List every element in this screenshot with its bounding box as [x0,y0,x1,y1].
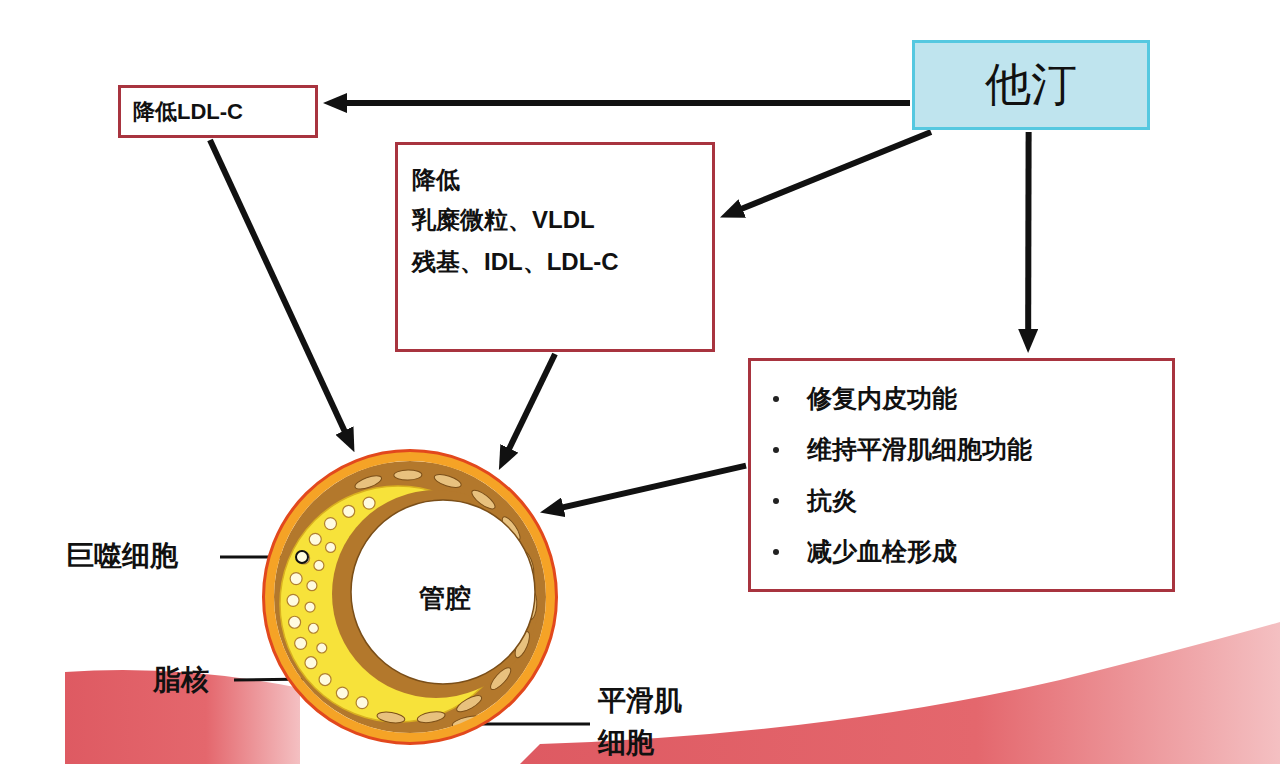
box-text: 他汀 [985,54,1077,116]
box-text: 维持平滑肌细胞功能 [807,424,1160,475]
process-box: 降低乳糜微粒、VLDL 残基、IDL、LDL-C [395,142,715,352]
part-label: 巨噬细胞 [66,537,178,575]
box-text: 修复内皮功能 [807,373,1160,424]
vessel-illustration [262,449,558,745]
part-label: 脂核 [153,661,209,699]
arrow-connector [731,132,931,213]
arrow-connector [504,354,555,459]
arrow-connector [335,100,910,106]
arrow-connector [210,140,349,441]
ground-wave [520,622,1280,764]
leader-line [470,723,590,726]
box-heading: 降低 [412,161,698,199]
process-box: 降低LDL-C [118,85,318,138]
vessel-circle: 管腔 [262,449,558,745]
arrow-connector [552,466,746,510]
effect-box: 修复内皮功能维持平滑肌细胞功能抗炎减少血栓形成 [748,358,1175,592]
box-text: 抗炎 [807,475,1160,526]
box-text: 减少血栓形成 [807,526,1160,577]
arrow-connector [1025,132,1031,341]
box-text: 乳糜微粒、VLDL 残基、IDL、LDL-C [412,199,642,283]
part-label: 平滑肌 细胞 [598,680,690,764]
drug-box: 他汀 [912,40,1150,130]
box-text: 降低LDL-C [133,97,243,127]
lumen-label: 管腔 [419,581,471,616]
